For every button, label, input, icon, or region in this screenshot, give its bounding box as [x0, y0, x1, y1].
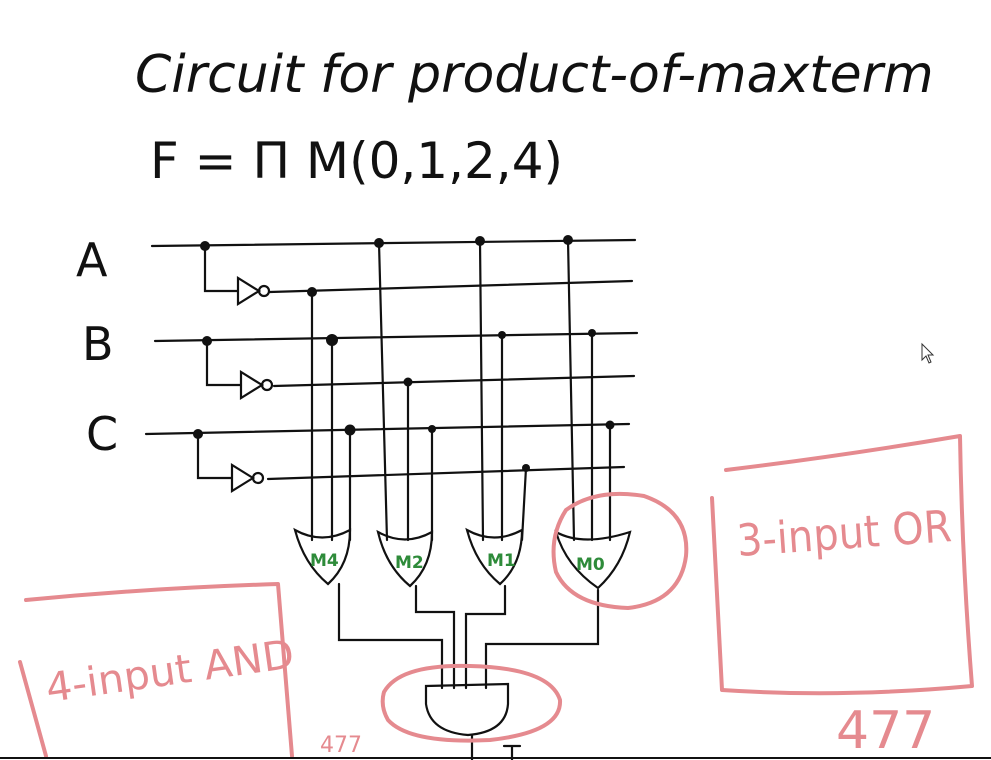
variable-label-a: A: [76, 233, 108, 287]
tap-m1-cnot: [520, 466, 528, 542]
and-gate: [424, 682, 510, 737]
rail-a-not: [268, 279, 634, 294]
junction: [563, 235, 573, 245]
cursor-icon: [921, 342, 935, 364]
variable-label-c: C: [86, 407, 118, 461]
annotation-box-and: [18, 582, 294, 758]
junction: [374, 238, 384, 248]
junction: [307, 287, 317, 297]
wire-m1-to-and: [464, 584, 507, 690]
inverter-b: [239, 370, 265, 400]
tap-m1-a: [478, 239, 485, 542]
inverter-b-bubble: [260, 378, 274, 392]
junction: [202, 336, 212, 346]
variable-label-b: B: [82, 317, 114, 371]
diagram-title: Circuit for product-of-maxterm: [135, 45, 934, 105]
gate-label-m4: M4: [310, 551, 339, 571]
junction: [605, 420, 615, 430]
inverter-c: [230, 463, 256, 493]
tap-m0-a: [566, 238, 576, 542]
gate-label-m2: M2: [395, 553, 424, 573]
annotation-or-line1: 3-input OR: [735, 501, 953, 567]
junction: [403, 377, 413, 387]
junction: [326, 334, 338, 346]
gate-label-m0: M0: [576, 555, 605, 575]
gate-label-m1: M1: [487, 551, 516, 571]
or-gate-m0: [554, 529, 632, 590]
wire-m0-to-and: [484, 588, 600, 690]
or-gate-m2: [376, 529, 434, 588]
junction: [200, 241, 210, 251]
or-gate-m1: [465, 527, 524, 586]
formula: F = Π M(0,1,2,4): [150, 132, 563, 190]
junction: [522, 464, 530, 472]
rail-a: [150, 238, 637, 248]
tap-m2-a: [377, 241, 389, 542]
annotation-page-right: 477: [836, 701, 935, 760]
inverter-a: [236, 276, 262, 306]
rail-c: [144, 422, 631, 436]
junction: [344, 424, 356, 436]
rail-b-not: [272, 374, 636, 388]
or-gate-m4: [293, 527, 352, 586]
annotation-box-or: [710, 434, 974, 696]
wire-m2-to-and: [414, 584, 456, 690]
annotation-circle-m0: [551, 491, 689, 610]
inverter-c-bubble: [251, 471, 265, 485]
annotation-circle-and: [380, 663, 563, 743]
branch-c: [196, 432, 234, 480]
inverter-a-bubble: [257, 284, 271, 298]
wire-m4-to-and: [337, 582, 444, 690]
junction: [588, 329, 596, 337]
junction: [475, 236, 485, 246]
rail-c-not: [266, 465, 626, 481]
branch-b: [205, 339, 243, 387]
annotation-and-note: 4-input AND: [43, 632, 297, 712]
junction: [498, 331, 506, 339]
annotation-page-left: 477: [320, 733, 362, 758]
junction: [193, 429, 203, 439]
branch-a: [203, 244, 240, 293]
rail-b: [153, 331, 639, 343]
junction: [428, 425, 436, 433]
